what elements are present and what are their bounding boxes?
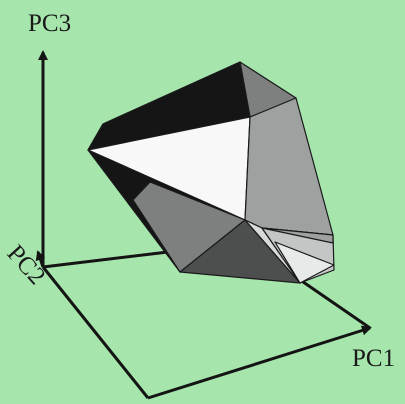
polyhedron bbox=[87, 61, 335, 284]
floor-back-edge bbox=[41, 266, 150, 399]
pc3-axis-label: PC3 bbox=[28, 10, 71, 37]
floor-front-edge bbox=[147, 325, 372, 400]
axes bbox=[35, 50, 372, 400]
facet-lower-right-white bbox=[274, 241, 335, 284]
pc2-axis-line bbox=[35, 250, 46, 268]
facet-bottom-gray-strip bbox=[261, 227, 334, 244]
pc1-axis-label: PC1 bbox=[352, 345, 395, 372]
floor-right-edge bbox=[292, 273, 371, 330]
pc1-axis-line bbox=[42, 250, 169, 269]
facet-right-mid bbox=[244, 97, 334, 236]
